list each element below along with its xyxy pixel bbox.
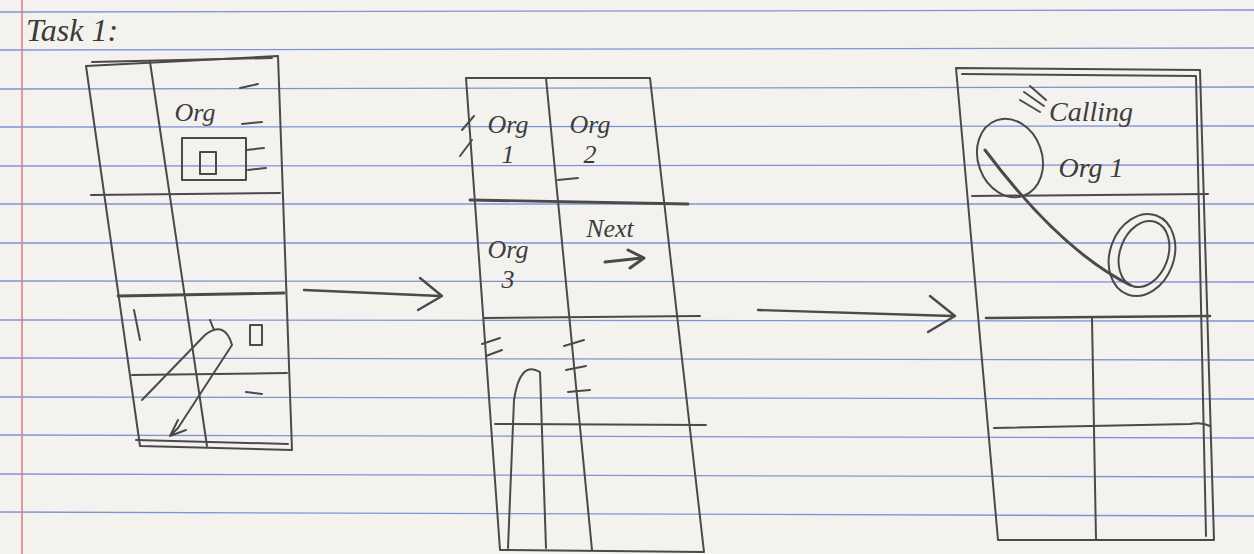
flow-arrow xyxy=(304,278,442,310)
cell-label: Org 3 xyxy=(484,235,532,295)
row-divider xyxy=(994,423,1210,428)
row-divider xyxy=(118,293,284,296)
screen-cell: Org 3 xyxy=(484,235,532,305)
screen-cell: Org xyxy=(160,98,230,130)
phone-outline xyxy=(956,68,1214,540)
screen-cell: Org 2 xyxy=(566,110,614,180)
cell-label: Calling Org 1 xyxy=(1036,84,1146,196)
row-divider xyxy=(484,316,700,318)
phone-outline xyxy=(466,78,704,552)
cell-label: Org 2 xyxy=(566,110,614,170)
phone-outline xyxy=(86,56,292,450)
margin-line xyxy=(21,0,23,554)
row-divider xyxy=(986,316,1210,318)
finger-swipe xyxy=(508,369,546,548)
cell-label: Next xyxy=(578,214,642,244)
finger-tap xyxy=(142,329,232,436)
phone-outline xyxy=(92,58,288,444)
image-placeholder xyxy=(200,152,216,174)
motion-marks xyxy=(482,338,590,392)
call-button xyxy=(966,109,1054,206)
cell-label: Org 1 xyxy=(484,110,532,170)
image-placeholder xyxy=(182,138,246,180)
row-divider xyxy=(91,193,280,195)
sketch-title: Task 1: xyxy=(26,12,118,49)
next-arrow xyxy=(605,250,644,268)
sketch-marks xyxy=(134,310,262,394)
phone-outline xyxy=(962,74,1206,536)
column-divider xyxy=(1092,318,1096,540)
call-button xyxy=(1098,205,1187,306)
motion-marks xyxy=(240,84,266,170)
call-button xyxy=(1110,214,1178,294)
screen-cell: Org 1 xyxy=(484,110,532,180)
flow-arrow xyxy=(758,296,955,332)
screen-cell: Next xyxy=(578,214,642,246)
ruled-lines xyxy=(0,10,1254,516)
row-divider xyxy=(132,373,287,375)
screen-cell: Calling Org 1 xyxy=(1036,84,1146,196)
row-divider xyxy=(495,424,706,425)
row-divider xyxy=(470,200,688,204)
pencil-sketch xyxy=(86,56,1214,552)
ring-marks xyxy=(1020,86,1046,112)
cell-label: Org xyxy=(160,98,230,128)
